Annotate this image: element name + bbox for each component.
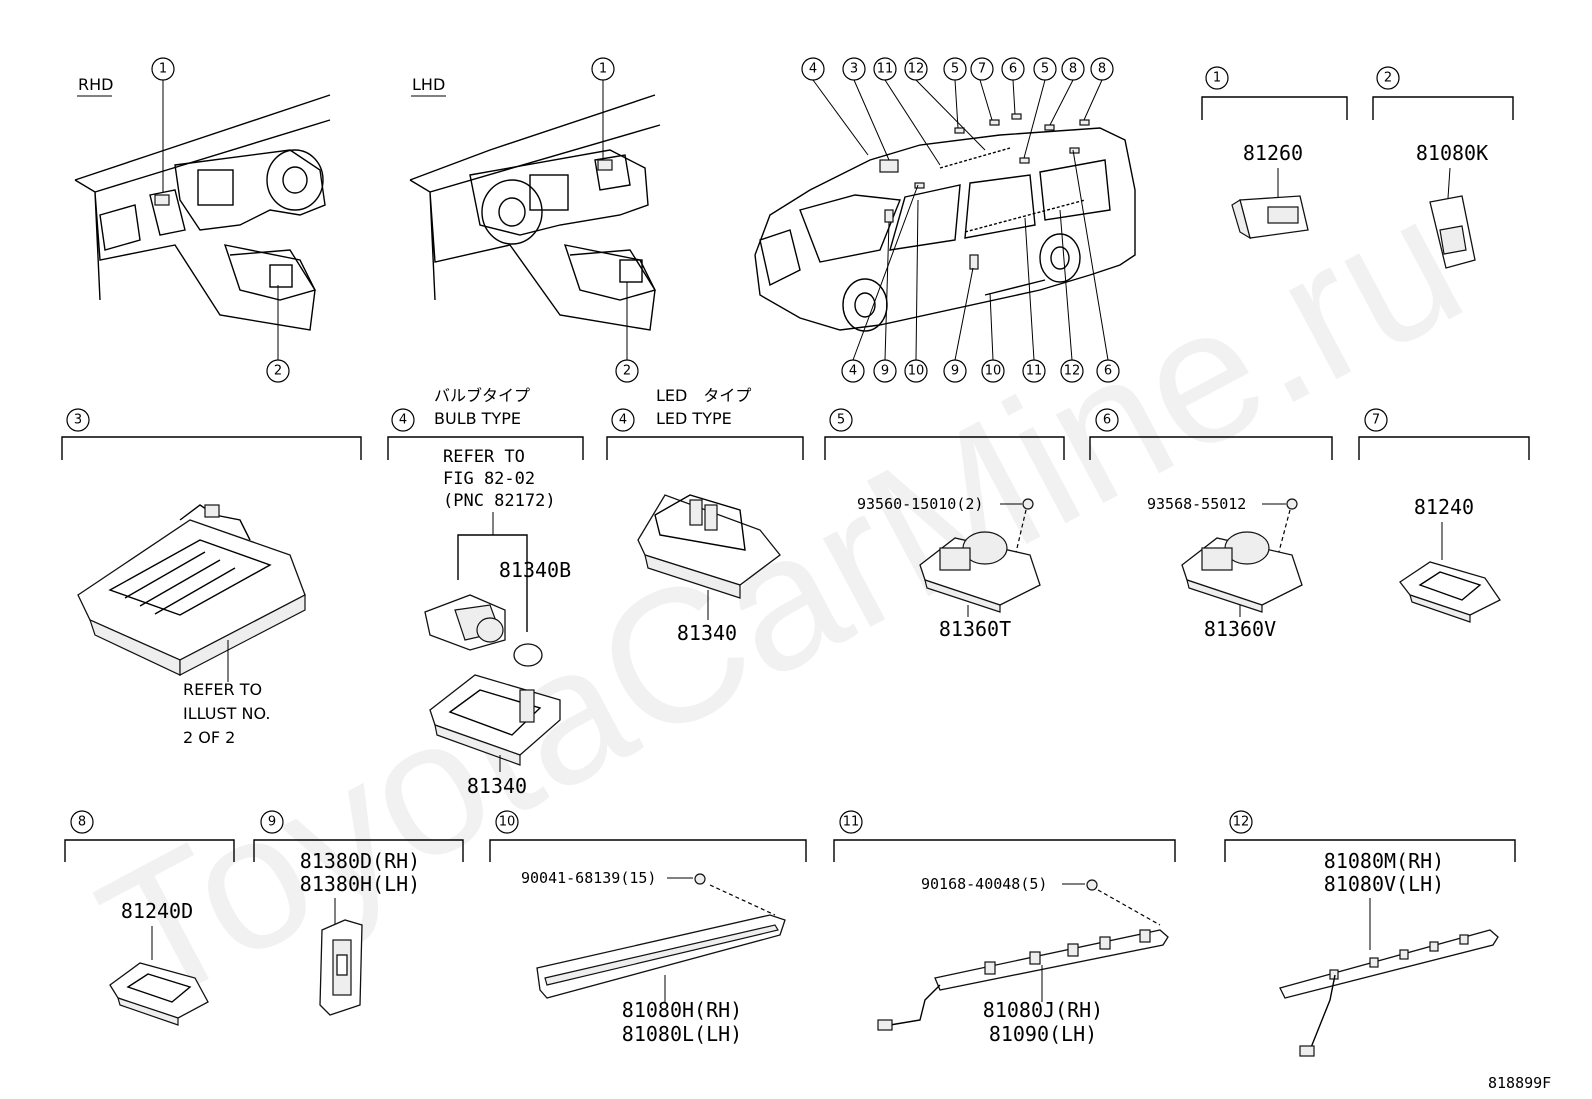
screw-93560-15010: 93560-15010(2): [857, 495, 983, 513]
part-81090-LH: 81090(LH): [989, 1022, 1097, 1046]
part-81080L-LH: 81080L(LH): [622, 1022, 742, 1046]
part-81080J-RH: 81080J(RH): [983, 998, 1103, 1022]
part-81080V-LH: 81080V(LH): [1324, 872, 1444, 896]
group-4-refer-line-3: (PNC 82172): [443, 491, 556, 511]
screw-90168-40048: 90168-40048(5): [921, 875, 1047, 893]
group-3-refer-line-1: REFER TO: [183, 680, 262, 699]
svg-text:4: 4: [849, 364, 857, 379]
svg-text:8: 8: [78, 815, 86, 830]
part-81260: 81260: [1243, 141, 1303, 165]
svg-text:10: 10: [985, 364, 1002, 379]
svg-text:10: 10: [908, 364, 925, 379]
svg-text:5: 5: [951, 62, 959, 77]
van-top-callouts: 4 3 11 12 5 7 6 5 8 8: [801, 57, 1114, 81]
part-81080K: 81080K: [1416, 141, 1488, 165]
part-81340-led: 81340: [677, 621, 737, 645]
svg-text:11: 11: [843, 815, 860, 830]
callout-1-rhd-text: 1: [159, 62, 167, 77]
svg-text:9: 9: [951, 364, 959, 379]
svg-text:11: 11: [877, 62, 894, 77]
group-4-led-type: 4 LED タイプ LED TYPE 81340: [606, 386, 804, 645]
svg-text:8: 8: [1069, 62, 1077, 77]
svg-text:6: 6: [1104, 364, 1112, 379]
callout-2-lhd: [615, 359, 639, 383]
figure-number: 818899F: [1488, 1074, 1551, 1092]
bulb-type-en: BULB TYPE: [434, 409, 521, 428]
group-8: 8 81240D: [64, 810, 235, 1026]
callout-1-lhd-text: 1: [599, 62, 607, 77]
part-81380H-LH: 81380H(LH): [300, 872, 420, 896]
group-11: 11 90168-40048(5) 81080J(RH) 81090(LH): [833, 810, 1176, 1046]
group-6: 6 93568-55012 81360V: [1089, 408, 1333, 641]
group-3: 3 REFER TO ILLUST NO. 2 OF 2: [61, 408, 362, 747]
callout-2-rhd-text: 2: [274, 364, 282, 379]
group-3-refer-line-3: 2 OF 2: [183, 728, 235, 747]
svg-text:8: 8: [1098, 62, 1106, 77]
group-3-refer-line-2: ILLUST NO.: [183, 704, 270, 723]
part-81080H-RH: 81080H(RH): [622, 998, 742, 1022]
callout-2-lhd-text: 2: [623, 364, 631, 379]
svg-text:5: 5: [1041, 62, 1049, 77]
van-illustration: [754, 113, 1136, 332]
rhd-dashboard-illustration: RHD: [74, 75, 331, 360]
group-12: 12 81080M(RH) 81080V(LH): [1224, 810, 1516, 1057]
led-type-jp: LED タイプ: [656, 386, 751, 405]
rhd-label: RHD: [78, 75, 113, 94]
group-1: 1 81260: [1201, 66, 1348, 240]
svg-text:7: 7: [1372, 413, 1380, 428]
part-81360V: 81360V: [1204, 617, 1276, 641]
part-81340B: 81340B: [499, 558, 571, 582]
svg-text:5: 5: [837, 413, 845, 428]
svg-text:12: 12: [1233, 815, 1250, 830]
lhd-dashboard-illustration: LHD: [409, 75, 661, 360]
part-81240: 81240: [1414, 495, 1474, 519]
group-7: 7 81240: [1358, 408, 1530, 623]
callout-1-lhd: [591, 57, 615, 81]
svg-text:2: 2: [1384, 71, 1392, 86]
svg-text:10: 10: [499, 815, 516, 830]
svg-text:4: 4: [809, 62, 817, 77]
svg-text:1: 1: [1213, 71, 1221, 86]
van-bottom-callouts: 4 9 10 9 10 11 12 6: [841, 359, 1120, 383]
svg-text:9: 9: [881, 364, 889, 379]
led-type-en: LED TYPE: [656, 409, 732, 428]
lhd-label: LHD: [412, 75, 445, 94]
group-4-bulb-type: 4 バルブタイプ BULB TYPE REFER TO FIG 82-02 (P…: [387, 386, 584, 798]
part-81080M-RH: 81080M(RH): [1324, 849, 1444, 873]
group-2: 2 81080K: [1372, 66, 1514, 269]
svg-text:7: 7: [978, 62, 986, 77]
group-10: 10 90041-68139(15) 81080H(RH) 81080L(LH): [489, 810, 807, 1046]
group-9: 9 81380D(RH) 81380H(LH): [253, 810, 464, 1016]
van-leader-lines: [812, 79, 1109, 361]
screw-90041-68139: 90041-68139(15): [521, 869, 656, 887]
svg-text:11: 11: [1026, 364, 1043, 379]
part-81340-bulb: 81340: [467, 774, 527, 798]
group-5: 5 93560-15010(2) 81360T: [824, 408, 1065, 641]
callout-2-rhd: [266, 359, 290, 383]
callout-1-rhd: [151, 57, 175, 81]
svg-text:12: 12: [908, 62, 925, 77]
bulb-type-jp: バルブタイプ: [434, 386, 530, 405]
svg-text:6: 6: [1103, 413, 1111, 428]
part-81360T: 81360T: [939, 617, 1011, 641]
screw-93568-55012: 93568-55012: [1147, 495, 1246, 513]
part-81380D-RH: 81380D(RH): [300, 849, 420, 873]
part-81240D: 81240D: [121, 899, 193, 923]
group-4-refer-line-2: FIG 82-02: [443, 469, 535, 489]
group-4-refer-line-1: REFER TO: [443, 447, 525, 467]
svg-text:12: 12: [1064, 364, 1081, 379]
svg-text:3: 3: [850, 62, 858, 77]
svg-text:3: 3: [74, 413, 82, 428]
svg-text:9: 9: [268, 815, 276, 830]
svg-text:4: 4: [619, 413, 627, 428]
svg-text:4: 4: [399, 413, 407, 428]
svg-text:6: 6: [1009, 62, 1017, 77]
